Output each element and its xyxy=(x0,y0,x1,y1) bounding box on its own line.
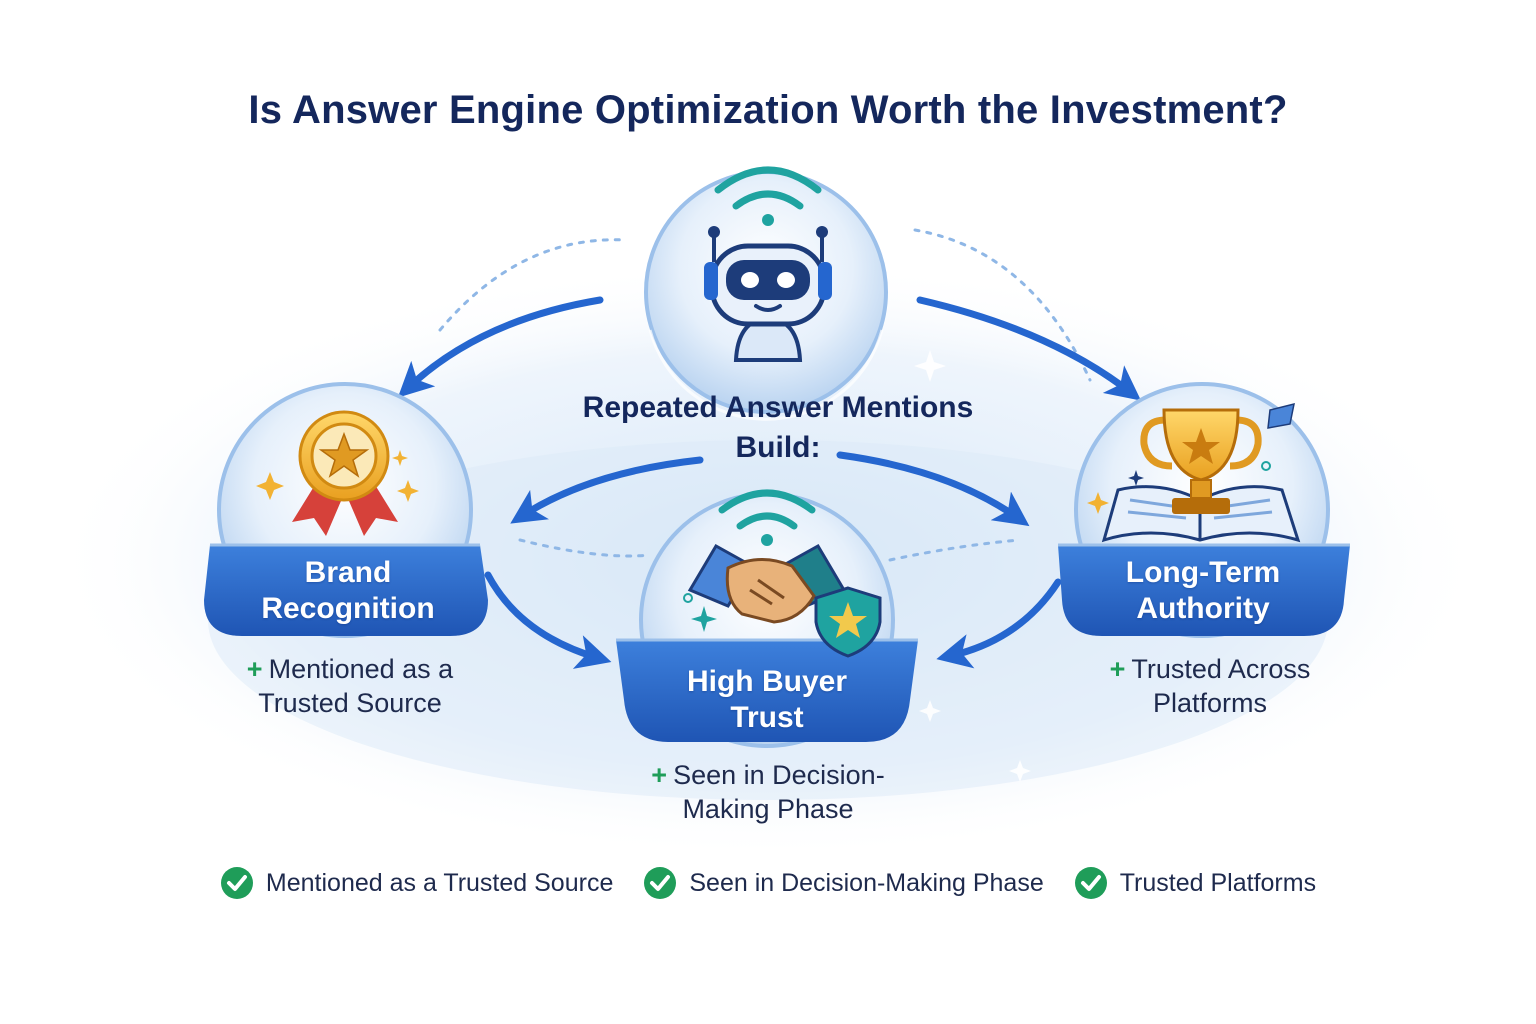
arrow-hub-to-brand xyxy=(397,296,604,398)
plus-icon: + xyxy=(1109,654,1126,684)
benefit-line2: Making Phase xyxy=(682,794,854,824)
checklist-item-text: Mentioned as a Trusted Source xyxy=(265,868,614,897)
robot-assistant-icon xyxy=(704,226,832,362)
node-brand-recognition xyxy=(204,382,488,638)
signal-icon xyxy=(714,166,822,226)
benefit-line1: Mentioned as a xyxy=(268,654,454,684)
node-label-line1: Brand xyxy=(304,556,392,589)
teal-sparkles xyxy=(683,461,1271,632)
benefit-high-buyer-trust: +Seen in Decision- Making Phase xyxy=(610,758,926,826)
benefit-line2: Trusted Source xyxy=(258,688,442,718)
center-label: Repeated Answer Mentions Build: xyxy=(518,388,1038,468)
checklist-item-text: Seen in Decision-Making Phase xyxy=(689,868,1044,897)
center-label-line1: Repeated Answer Mentions xyxy=(582,391,974,424)
dotted-connectors xyxy=(438,228,1092,562)
checklist-item-text: Trusted Platforms xyxy=(1119,868,1317,897)
arrow-center-to-authority xyxy=(836,451,1030,527)
summary-checklist: Mentioned as a Trusted Source Seen in De… xyxy=(0,866,1536,900)
node-label-brand-recognition: Brand Recognition xyxy=(210,555,486,627)
check-circle-icon xyxy=(644,867,677,899)
page-title: Is Answer Engine Optimization Worth the … xyxy=(248,88,1288,132)
signal-icon-trust xyxy=(718,489,816,546)
benefit-line1: Trusted Across xyxy=(1131,654,1311,684)
arrow-center-to-brand xyxy=(510,456,704,524)
checklist-item: Mentioned as a Trusted Source xyxy=(220,866,613,900)
benefit-brand-recognition: +Mentioned as a Trusted Source xyxy=(200,652,500,720)
node-label-long-term-authority: Long-Term Authority xyxy=(1062,555,1344,627)
trophy-book-icon xyxy=(1101,408,1301,543)
flow-arrows xyxy=(397,296,1142,669)
award-ribbon-icon xyxy=(292,410,398,536)
check-circle-icon xyxy=(1074,867,1107,899)
node-label-line2: Recognition xyxy=(261,592,435,625)
arrow-brand-to-trust xyxy=(484,571,612,669)
center-label-line2: Build: xyxy=(735,431,821,464)
handshake-shield-icon xyxy=(687,543,882,658)
node-label-line2: Trust xyxy=(730,701,804,734)
node-label-line1: Long-Term xyxy=(1125,556,1281,589)
plus-icon: + xyxy=(246,654,263,684)
arrow-hub-to-authority xyxy=(916,296,1142,401)
benefit-line2: Platforms xyxy=(1152,688,1268,718)
plus-icon: + xyxy=(651,760,668,790)
checklist-item: Seen in Decision-Making Phase xyxy=(643,866,1044,900)
small-sparkles xyxy=(256,450,1109,514)
node-label-high-buyer-trust: High Buyer Trust xyxy=(624,664,910,736)
node-label-line2: Authority xyxy=(1136,592,1270,625)
benefit-line1: Seen in Decision- xyxy=(673,760,885,790)
checklist-item: Trusted Platforms xyxy=(1074,866,1316,900)
envelope-decoration xyxy=(1267,402,1295,429)
check-circle-icon xyxy=(220,867,253,899)
arrow-authority-to-trust xyxy=(936,578,1062,669)
node-label-line1: High Buyer xyxy=(686,665,848,698)
benefit-long-term-authority: +Trusted Across Platforms xyxy=(1060,652,1360,720)
sparkle-decorations xyxy=(914,350,1031,782)
